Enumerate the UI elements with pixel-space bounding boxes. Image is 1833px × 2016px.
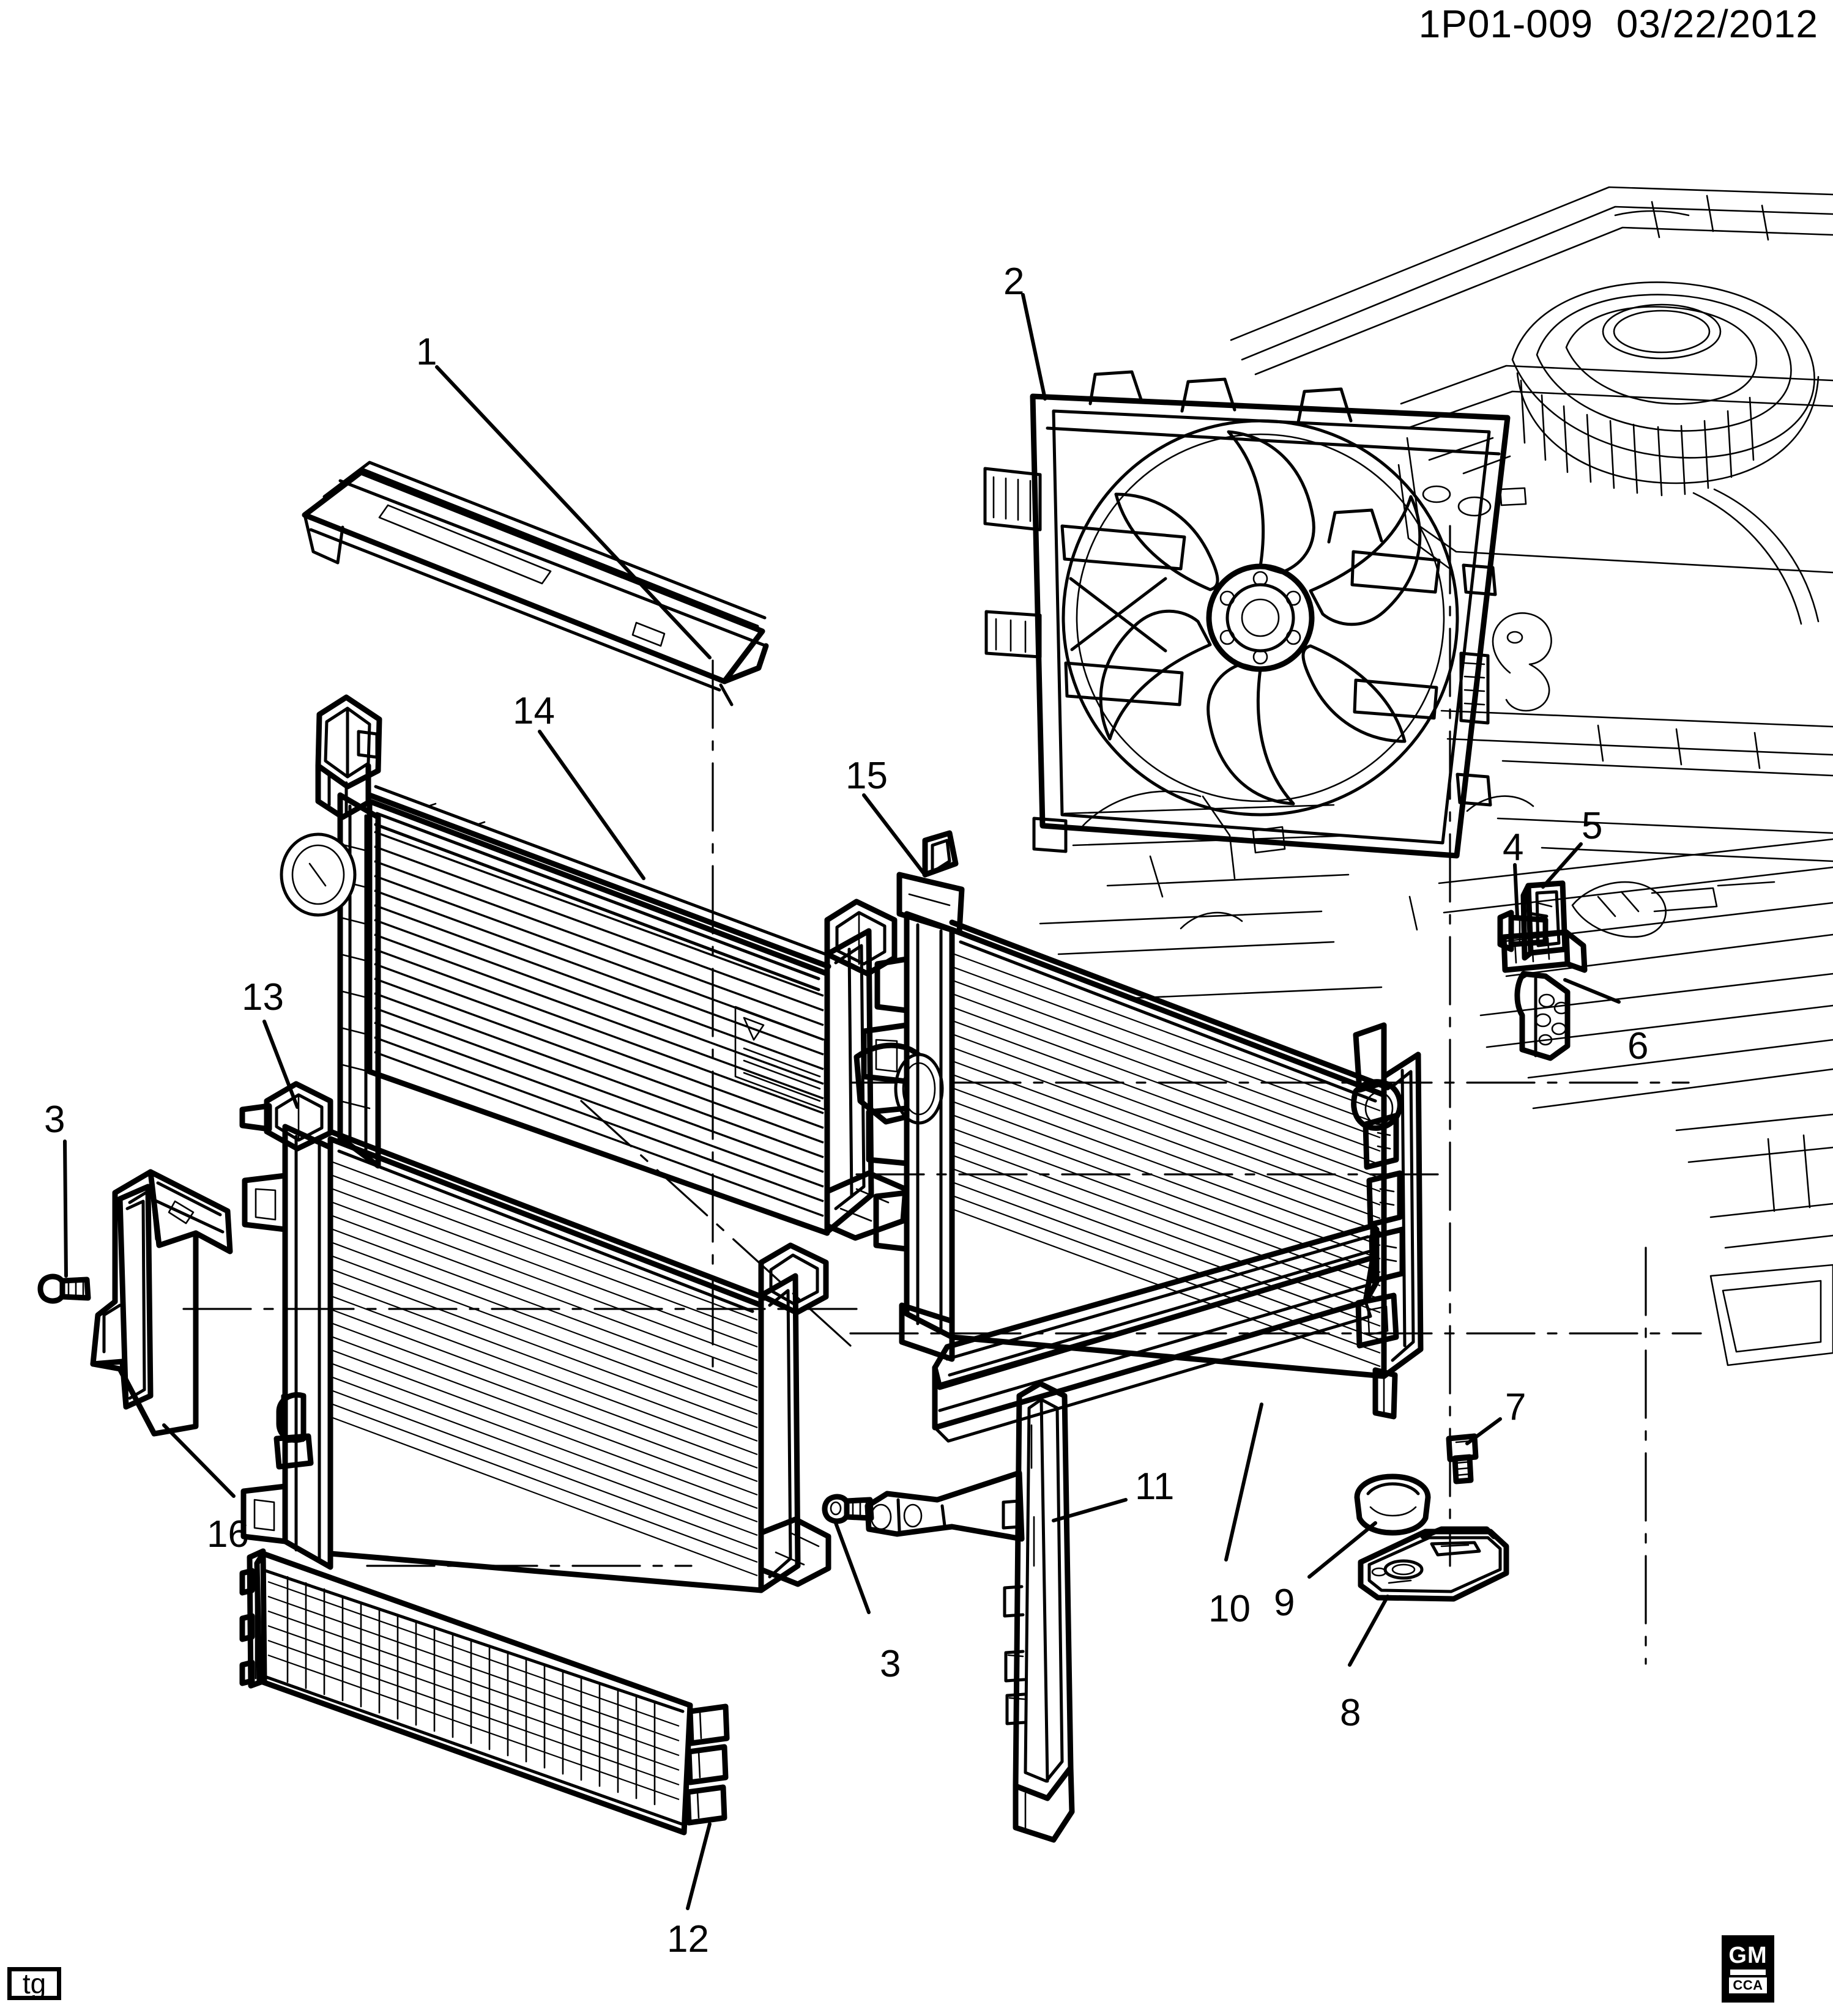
part-air-deflector-lower xyxy=(932,1223,1380,1443)
callout-8[interactable]: 8 xyxy=(1340,1692,1361,1734)
revision-code-box: tg xyxy=(7,1967,61,2000)
part-air-baffle-side xyxy=(864,1380,1075,1843)
gm-cca-text: CCA xyxy=(1729,1977,1767,1993)
callout-6[interactable]: 6 xyxy=(1627,1025,1649,1067)
part-insulator-upper xyxy=(1514,971,1571,1061)
callout-7[interactable]: 7 xyxy=(1505,1386,1526,1428)
part-ac-condenser xyxy=(239,1081,831,1593)
callout-2[interactable]: 2 xyxy=(1003,261,1025,303)
body-reference-structure xyxy=(1039,186,1833,1366)
callout-5[interactable]: 5 xyxy=(1582,805,1603,847)
callout-11[interactable]: 11 xyxy=(1135,1466,1175,1508)
part-bolt-lower xyxy=(1446,1433,1479,1484)
leader-lines xyxy=(63,293,1621,1910)
callout-1[interactable]: 1 xyxy=(416,331,437,373)
callout-3b[interactable]: 3 xyxy=(880,1643,901,1685)
part-screw-left xyxy=(37,1273,91,1304)
part-air-deflector-side xyxy=(90,1169,233,1437)
part-air-baffle-upper xyxy=(302,461,769,706)
callout-13[interactable]: 13 xyxy=(242,976,284,1018)
part-lower-mount-bracket xyxy=(1358,1526,1509,1602)
gm-brand-text: GM xyxy=(1728,1943,1768,1969)
callout-12[interactable]: 12 xyxy=(667,1918,709,1960)
part-transmission-oil-cooler xyxy=(239,1548,730,1836)
part-screw-mid xyxy=(822,1494,874,1524)
part-mount-bracket-upper xyxy=(1501,880,1588,973)
part-charge-air-cooler xyxy=(280,694,944,1241)
gm-logo: GM CCA xyxy=(1722,1935,1774,2003)
callout-15[interactable]: 15 xyxy=(846,755,888,797)
revision-code: tg xyxy=(22,1968,46,1999)
part-insulator-lower xyxy=(1354,1473,1431,1536)
drawing-date: 03/22/2012 xyxy=(1616,2,1818,46)
drawing-number: 1P01-009 xyxy=(1418,2,1594,46)
callout-4[interactable]: 4 xyxy=(1503,826,1524,869)
part-fan-shroud-assembly xyxy=(983,370,1511,859)
callout-3a[interactable]: 3 xyxy=(44,1099,65,1141)
callout-10[interactable]: 10 xyxy=(1208,1588,1251,1630)
drawing-header: 1P01-009 03/22/2012 xyxy=(1419,1,1818,46)
callout-14[interactable]: 14 xyxy=(513,690,555,732)
part-radiator xyxy=(861,830,1424,1420)
callout-16[interactable]: 16 xyxy=(207,1513,249,1555)
callout-9[interactable]: 9 xyxy=(1274,1582,1295,1624)
gm-logo-bar xyxy=(1730,1969,1766,1975)
